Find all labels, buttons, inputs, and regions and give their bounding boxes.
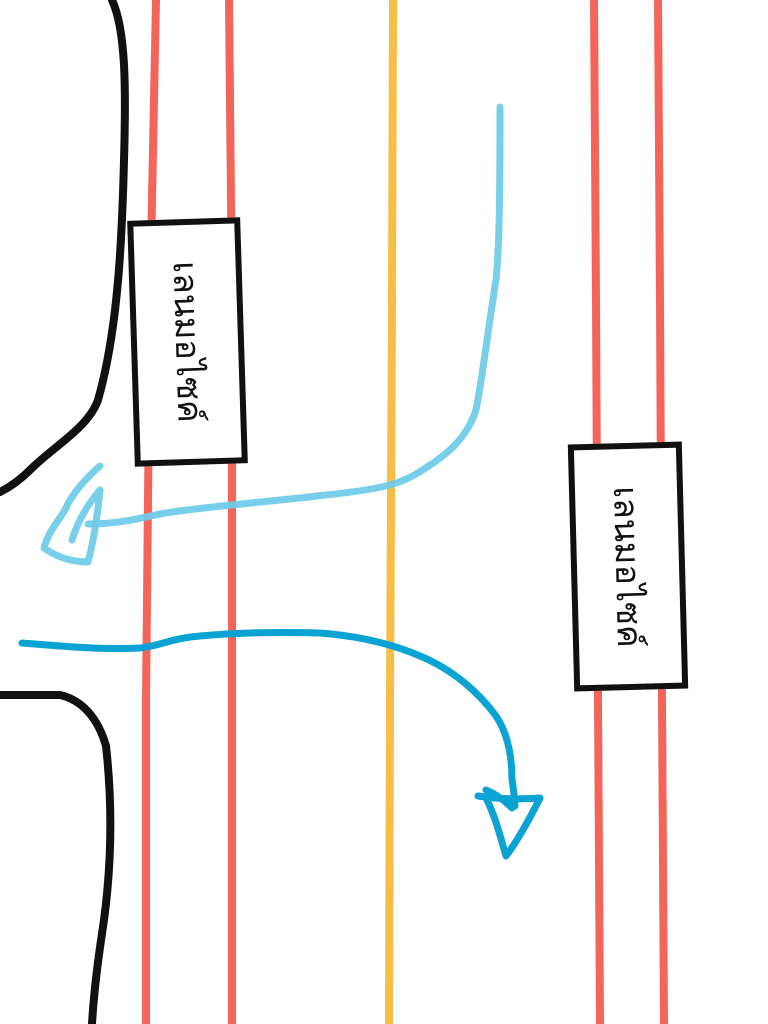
motorcycle-lane-label-right: เลนมอไซค์ [567,441,689,692]
center-line [385,0,397,1024]
lane-line-1 [142,0,160,1024]
curb-upper-left [0,0,129,496]
curb-lower-left [0,691,115,1024]
motorcycle-lane-label-left: เลนมอไซค์ [127,217,248,467]
left-turn-arrow-head [40,462,104,566]
motorcycle-lane-text-right: เลนมอไซค์ [604,485,650,648]
left-turn-arrow-line [84,103,504,528]
right-turn-arrow-head [474,786,544,860]
right-turn-arrow-line [18,628,519,810]
motorcycle-lane-text-left: เลนมอไซค์ [163,260,210,424]
lane-line-2 [225,0,236,1024]
